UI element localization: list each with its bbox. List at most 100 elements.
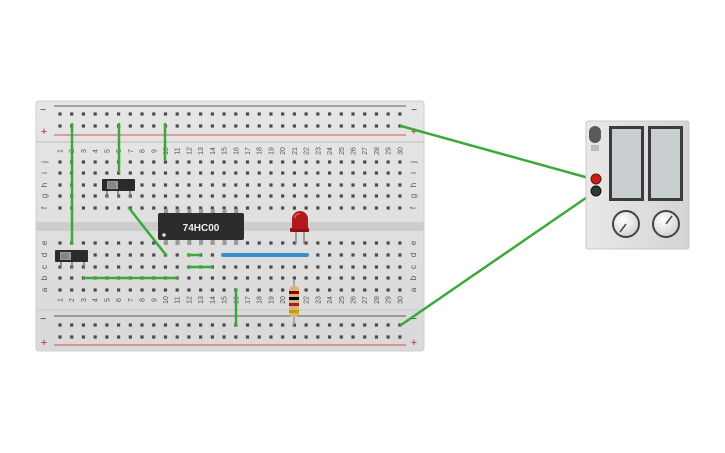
rail-hole[interactable] [222,323,226,327]
rail-hole[interactable] [269,112,273,116]
rail-hole[interactable] [93,124,97,128]
terminal-hole[interactable] [351,241,355,245]
terminal-hole[interactable] [281,241,285,245]
terminal-hole[interactable] [222,288,226,292]
terminal-hole[interactable] [316,276,320,280]
terminal-hole[interactable] [386,160,390,164]
terminal-hole[interactable] [140,194,144,198]
rail-hole[interactable] [339,323,343,327]
terminal-hole[interactable] [292,183,296,187]
rail-hole[interactable] [327,335,332,339]
terminal-hole[interactable] [339,194,343,198]
rail-hole[interactable] [210,124,214,128]
rail-hole[interactable] [163,112,168,116]
rail-hole[interactable] [81,124,86,128]
terminal-hole[interactable] [363,183,367,187]
rail-hole[interactable] [234,335,238,339]
rail-hole[interactable] [152,335,156,339]
rail-hole[interactable] [105,335,109,339]
terminal-hole[interactable] [140,183,144,187]
rail-hole[interactable] [163,335,168,339]
terminal-hole[interactable] [199,206,203,210]
terminal-hole[interactable] [351,206,355,210]
terminal-hole[interactable] [152,183,156,187]
terminal-hole[interactable] [316,288,320,292]
terminal-hole[interactable] [398,171,402,175]
terminal-hole[interactable] [398,241,402,245]
terminal-hole[interactable] [163,288,168,292]
rail-hole[interactable] [281,323,285,327]
terminal-hole[interactable] [199,276,203,280]
switch-2-knob[interactable] [60,252,71,260]
rail-hole[interactable] [316,112,320,116]
terminal-hole[interactable] [351,194,355,198]
rail-hole[interactable] [292,335,296,339]
rail-hole[interactable] [140,112,144,116]
terminal-hole[interactable] [163,183,168,187]
rail-hole[interactable] [386,124,390,128]
terminal-hole[interactable] [281,276,285,280]
terminal-hole[interactable] [70,288,74,292]
terminal-hole[interactable] [257,183,261,187]
terminal-hole[interactable] [363,206,367,210]
terminal-hole[interactable] [269,288,273,292]
rail-hole[interactable] [222,112,226,116]
terminal-hole[interactable] [351,276,355,280]
terminal-hole[interactable] [398,194,402,198]
rail-hole[interactable] [304,112,308,116]
terminal-hole[interactable] [81,194,86,198]
terminal-hole[interactable] [245,241,250,245]
terminal-hole[interactable] [234,206,238,210]
rail-hole[interactable] [398,112,402,116]
terminal-hole[interactable] [316,206,320,210]
rail-hole[interactable] [105,112,109,116]
wires-green[interactable] [70,122,238,327]
terminal-hole[interactable] [199,171,203,175]
slide-switch-2[interactable] [55,250,88,268]
terminal-hole[interactable] [58,194,62,198]
wires-power[interactable] [399,124,598,327]
terminal-hole[interactable] [210,253,214,257]
terminal-hole[interactable] [269,194,273,198]
terminal-hole[interactable] [245,183,250,187]
breadboard-holes[interactable] [58,112,402,339]
rail-hole[interactable] [199,124,203,128]
terminal-hole[interactable] [351,265,355,269]
terminal-hole[interactable] [187,183,191,187]
rail-hole[interactable] [152,124,156,128]
terminal-hole[interactable] [117,288,121,292]
terminal-hole[interactable] [339,265,343,269]
terminal-hole[interactable] [152,288,156,292]
terminal-hole[interactable] [363,241,367,245]
terminal-hole[interactable] [222,265,226,269]
terminal-hole[interactable] [70,276,74,280]
terminal-hole[interactable] [81,206,86,210]
terminal-hole[interactable] [281,265,285,269]
terminal-hole[interactable] [175,171,179,175]
switch-1-knob[interactable] [107,181,118,189]
rail-hole[interactable] [304,335,308,339]
rail-hole[interactable] [140,124,144,128]
terminal-hole[interactable] [58,276,62,280]
terminal-hole[interactable] [93,183,97,187]
terminal-hole[interactable] [163,265,168,269]
terminal-hole[interactable] [245,276,250,280]
terminal-hole[interactable] [292,265,296,269]
rail-hole[interactable] [374,335,379,339]
rail-hole[interactable] [222,335,226,339]
terminal-hole[interactable] [163,206,168,210]
terminal-hole[interactable] [374,241,379,245]
terminal-hole[interactable] [245,171,250,175]
terminal-hole[interactable] [363,253,367,257]
terminal-hole[interactable] [351,183,355,187]
terminal-hole[interactable] [316,183,320,187]
terminal-hole[interactable] [398,288,402,292]
terminal-hole[interactable] [339,241,343,245]
rail-hole[interactable] [339,124,343,128]
rail-hole[interactable] [257,112,261,116]
terminal-hole[interactable] [257,206,261,210]
terminal-hole[interactable] [339,276,343,280]
terminal-hole[interactable] [140,206,144,210]
terminal-hole[interactable] [199,194,203,198]
rail-hole[interactable] [81,335,86,339]
